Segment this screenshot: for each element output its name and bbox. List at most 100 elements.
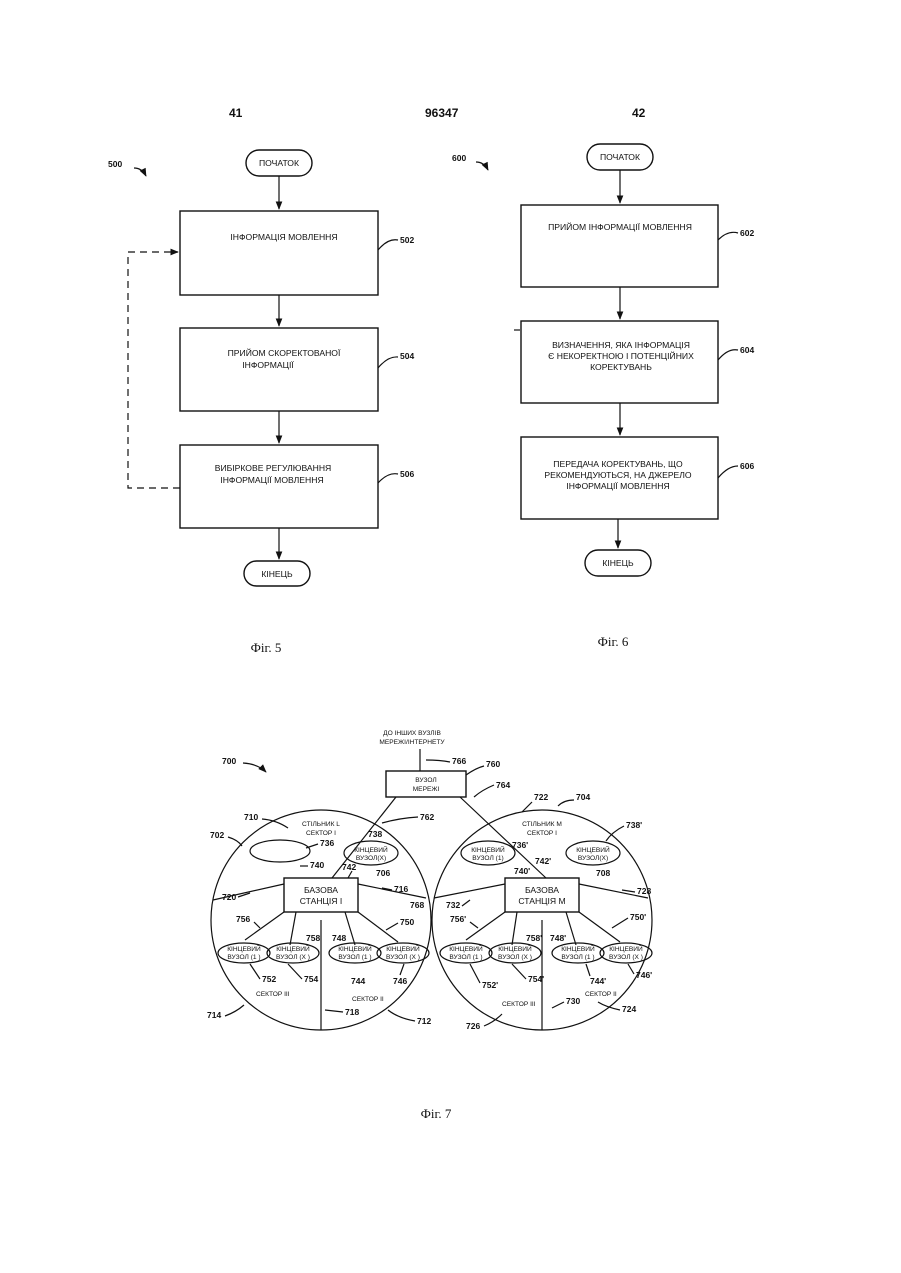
fig5-step-502 — [180, 211, 378, 295]
ref-710: 710 — [244, 812, 258, 822]
cell-L-label: СТІЛЬНИК L — [302, 821, 340, 828]
ref-748: 748 — [332, 933, 346, 943]
cell-M-node-x-label: КІНЦЕВИЙ — [576, 845, 610, 854]
ref-722: 722 — [534, 792, 548, 802]
cell-L-node-x-label: КІНЦЕВИЙ — [354, 845, 388, 854]
ref-758p: 758' — [526, 933, 542, 943]
cell-M-s3-node-x-label: КІНЦЕВИЙ — [498, 944, 532, 953]
cell-L-node-x-label2: ВУЗОЛ(X) — [356, 855, 386, 862]
ref-704: 704 — [576, 792, 590, 802]
cell-L-s3-node-1-label: КІНЦЕВИЙ — [227, 944, 261, 953]
cell-L-s3-node-x-label: КІНЦЕВИЙ — [276, 944, 310, 953]
fig6-flowchart: 600 ПОЧАТОК ПРИЙОМ ІНФОРМАЦІЇ МОВЛЕННЯ 6… — [452, 144, 754, 649]
ref-728: 728 — [637, 886, 651, 896]
fig6-caption: Фіг. 6 — [598, 634, 629, 649]
cell-M-s2-node-1-label2: ВУЗОЛ (1 ) — [561, 954, 594, 961]
cell-L-s2-node-1-label: КІНЦЕВИЙ — [338, 944, 372, 953]
ref-756p: 756' — [450, 914, 466, 924]
ref-716: 716 — [394, 884, 408, 894]
ref-724: 724 — [622, 1004, 636, 1014]
ref-736: 736 — [320, 838, 334, 848]
ref-750: 750 — [400, 917, 414, 927]
ref-712: 712 — [417, 1016, 431, 1026]
ref-764: 764 — [496, 780, 510, 790]
cell-L-s2-node-1-label2: ВУЗОЛ (1 ) — [338, 954, 371, 961]
ref-754p: 754' — [528, 974, 544, 984]
ref-754: 754 — [304, 974, 318, 984]
ref-726: 726 — [466, 1021, 480, 1031]
ref-746p: 746' — [636, 970, 652, 980]
fig5-step-504-ref: 504 — [400, 351, 414, 361]
fig6-step-602 — [521, 205, 718, 287]
fig5-end-label: КІНЕЦЬ — [261, 569, 293, 579]
cell-M-s3-node-1-label: КІНЦЕВИЙ — [449, 944, 483, 953]
ref-750p: 750' — [630, 912, 646, 922]
ref-756: 756 — [236, 914, 250, 924]
ref-766: 766 — [452, 756, 466, 766]
cell-M-s3-node-1-label2: ВУЗОЛ (1 ) — [449, 954, 482, 961]
base-station-m-label: БАЗОВА — [525, 885, 559, 895]
fig6-end-label: КІНЕЦЬ — [602, 558, 634, 568]
ref-768: 768 — [410, 900, 424, 910]
fig5-step-502-label: ІНФОРМАЦІЯ МОВЛЕННЯ — [230, 232, 337, 242]
ref-730: 730 — [566, 996, 580, 1006]
cell-L-s3-node-1-label2: ВУЗОЛ (1 ) — [227, 954, 260, 961]
ref-738p: 738' — [626, 820, 642, 830]
ref-736p: 736' — [512, 840, 528, 850]
cell-L-s2-node-x-label: КІНЦЕВИЙ — [386, 944, 420, 953]
fig7-top-note2: МЕРЕЖІ/ІНТЕРНЕТУ — [379, 739, 445, 746]
fig5-feedback-loop — [128, 252, 180, 488]
cell-M-label: СТІЛЬНИК М — [522, 821, 562, 828]
cell-M-sector: СЕКТОР І — [527, 830, 557, 837]
cell-L-sector: СЕКТОР І — [306, 830, 336, 837]
cell-M-node-1-label: КІНЦЕВИЙ — [471, 845, 505, 854]
cell-L-s3-node-x-label2: ВУЗОЛ (X ) — [276, 954, 310, 961]
fig6-step-606-ref: 606 — [740, 461, 754, 471]
fig5-start-label: ПОЧАТОК — [259, 158, 299, 168]
fig5-step-504-label: ПРИЙОМ СКОРЕКТОВАНОЇ — [228, 347, 341, 358]
fig5-flowchart: 500 ПОЧАТОК ІНФОРМАЦІЯ МОВЛЕННЯ 502 ПРИЙ… — [108, 150, 414, 655]
fig5-caption: Фіг. 5 — [251, 640, 282, 655]
cell-M-sector2: СЕКТОР II — [585, 991, 617, 998]
cell-M-s2-node-1-label: КІНЦЕВИЙ — [561, 944, 595, 953]
fig6-step-604-label: ВИЗНАЧЕННЯ, ЯКА ІНФОРМАЦІЯ — [552, 340, 690, 350]
cell-M-sector3: СЕКТОР III — [502, 1001, 536, 1008]
ref-760: 760 — [486, 759, 500, 769]
fig6-step-602-label: ПРИЙОМ ІНФОРМАЦІЇ МОВЛЕННЯ — [548, 221, 692, 232]
ref-702: 702 — [210, 830, 224, 840]
ref-706: 706 — [376, 868, 390, 878]
cell-M-node-x-label2: ВУЗОЛ(X) — [578, 855, 608, 862]
cell-M-s2-node-x-label2: ВУЗОЛ (X ) — [609, 954, 643, 961]
fig5-step-506-ref: 506 — [400, 469, 414, 479]
base-station-1-label2: СТАНЦІЯ І — [300, 896, 343, 906]
fig6-step-604-label3: КОРЕКТУВАНЬ — [590, 362, 652, 372]
cell-M-s3-node-x-label2: ВУЗОЛ (X ) — [498, 954, 532, 961]
base-station-m-label2: СТАНЦІЯ М — [518, 896, 565, 906]
ref-742: 742 — [342, 862, 356, 872]
fig6-ref: 600 — [452, 153, 466, 163]
fig6-step-604-label2: Є НЕКОРЕКТНОЮ І ПОТЕНЦІЙНИХ — [548, 350, 694, 361]
ref-762: 762 — [420, 812, 434, 822]
ref-746: 746 — [393, 976, 407, 986]
fig7-caption: Фіг. 7 — [421, 1106, 452, 1121]
ref-744p: 744' — [590, 976, 606, 986]
fig6-step-604-ref: 604 — [740, 345, 754, 355]
cell-L-sector3: СЕКТОР III — [256, 991, 290, 998]
base-station-1 — [284, 878, 358, 912]
ref-732: 732 — [446, 900, 460, 910]
ref-740p: 740' — [514, 866, 530, 876]
fig7-ref: 700 — [222, 756, 236, 766]
network-node — [386, 771, 466, 797]
fig5-ref: 500 — [108, 159, 122, 169]
ref-752p: 752' — [482, 980, 498, 990]
ref-742p: 742' — [535, 856, 551, 866]
fig6-step-606-label: ПЕРЕДАЧА КОРЕКТУВАНЬ, ЩО — [553, 459, 683, 469]
ref-748p: 748' — [550, 933, 566, 943]
cell-L-empty-node — [250, 840, 310, 862]
ref-718: 718 — [345, 1007, 359, 1017]
base-station-1-label: БАЗОВА — [304, 885, 338, 895]
cell-L-s2-node-x-label2: ВУЗОЛ (X ) — [386, 954, 420, 961]
fig5-step-506-label: ВИБІРКОВЕ РЕГУЛЮВАННЯ — [215, 463, 332, 473]
ref-720: 720 — [222, 892, 236, 902]
